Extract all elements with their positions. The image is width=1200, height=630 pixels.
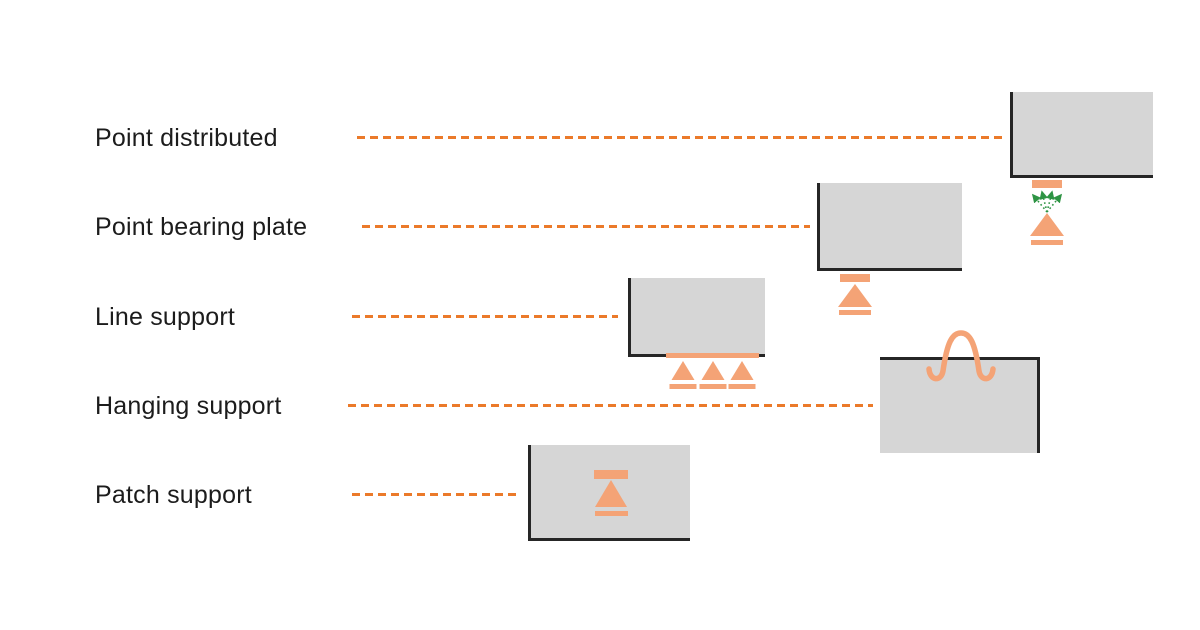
- leader-line-point-distributed: [357, 136, 1003, 139]
- label-patch-support: Patch support: [95, 481, 252, 509]
- slab-hanging-support: [880, 357, 1040, 453]
- pin-baseline-icon: [839, 310, 871, 315]
- distributed-load-arrows-icon: [1031, 190, 1063, 213]
- leader-line-patch-support: [352, 493, 520, 496]
- leader-line-hanging-support: [348, 404, 873, 407]
- hanging-hook-icon: [926, 330, 996, 382]
- line-support-pins-icon: [669, 361, 756, 389]
- slab-point-distributed: [1010, 92, 1153, 178]
- pin-baseline-icon: [1031, 240, 1063, 245]
- leader-line-point-bearing-plate: [362, 225, 810, 228]
- pin-support-icon: [838, 284, 872, 307]
- label-line-support: Line support: [95, 303, 235, 331]
- leader-line-line-support: [352, 315, 618, 318]
- line-bearing-strip-icon: [666, 353, 759, 358]
- slab-point-bearing-plate: [817, 183, 962, 271]
- label-hanging-support: Hanging support: [95, 392, 282, 420]
- pin-baseline-icon: [595, 511, 628, 516]
- slab-line-support: [628, 278, 765, 357]
- patch-plate-icon: [594, 470, 628, 479]
- bearing-plate-icon: [1032, 180, 1062, 188]
- bearing-plate-icon: [840, 274, 870, 282]
- pin-support-icon: [1030, 213, 1064, 236]
- label-point-distributed: Point distributed: [95, 124, 278, 152]
- label-point-bearing-plate: Point bearing plate: [95, 213, 308, 241]
- pin-support-icon: [595, 480, 627, 507]
